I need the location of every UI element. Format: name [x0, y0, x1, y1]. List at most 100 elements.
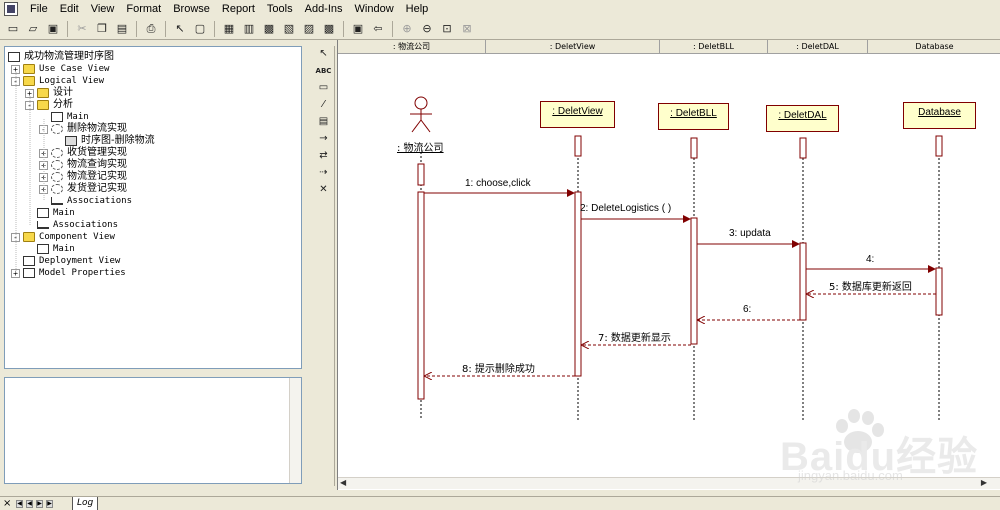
menu-bar: File Edit View Format Browse Report Tool… [0, 0, 1000, 18]
object-name: : DeletView [552, 106, 603, 117]
message-5-label[interactable]: 5: 数据库更新返回 [829, 282, 912, 293]
object-deletview[interactable]: : DeletView [540, 101, 615, 128]
object-message-icon[interactable]: → [319, 133, 328, 144]
object-deletdal[interactable]: : DeletDAL [766, 105, 839, 132]
package-icon [51, 124, 63, 134]
return-message-icon[interactable]: ⇢ [319, 167, 328, 178]
context-help-icon[interactable]: ↖ [175, 22, 185, 35]
destruction-marker-icon[interactable]: ✕ [319, 184, 328, 195]
actor-label[interactable]: : 物流公司 [397, 143, 444, 154]
menu-report[interactable]: Report [221, 3, 255, 15]
anchor-note-icon[interactable]: ⁄ [322, 99, 325, 110]
sequence-diagram-canvas[interactable]: : 物流公司 : DeletView : DeletBLL : DeletDAL… [337, 40, 1000, 490]
note-icon[interactable]: ▭ [318, 82, 329, 93]
tree-label: Associations [53, 220, 119, 230]
new-icon[interactable]: ▭ [7, 22, 19, 35]
header-cell: : DeletBLL [660, 40, 768, 54]
header-cell: : DeletDAL [768, 40, 868, 54]
diagram-toolbox: ↖ ABC ▭ ⁄ ▤ → ⇄ ⇢ ✕ [312, 46, 335, 486]
fit-window-icon[interactable]: ⊡ [442, 22, 452, 35]
back-arrow-icon[interactable]: ⇦ [373, 22, 383, 35]
lifeline-header-row: : 物流公司 : DeletView : DeletBLL : DeletDAL… [338, 40, 1000, 54]
zoom-in-icon[interactable]: ⊕ [402, 22, 412, 35]
message-8-label[interactable]: 8: 提示删除成功 [462, 364, 535, 375]
message-7-label[interactable]: 7: 数据更新显示 [598, 333, 671, 344]
menu-tools[interactable]: Tools [266, 3, 293, 15]
tree-item[interactable]: Main [51, 111, 89, 123]
object-database[interactable]: Database [903, 102, 976, 129]
menu-browse[interactable]: Browse [173, 3, 210, 15]
tab-last-icon[interactable]: ▶ [46, 500, 53, 508]
message-2-label[interactable]: 2: DeleteLogistics ( ) [580, 203, 672, 214]
vertical-scrollbar[interactable] [289, 378, 301, 483]
save-icon[interactable]: ▣ [47, 22, 59, 35]
associations-icon [51, 197, 63, 205]
browse-interaction-icon[interactable]: ▥ [243, 22, 255, 35]
tree-item[interactable]: Deployment View [23, 255, 120, 267]
tree-label: 分析 [53, 99, 73, 110]
header-cell: Database [915, 42, 954, 51]
menu-help[interactable]: Help [405, 3, 429, 15]
message-6-label[interactable]: 6: [743, 304, 752, 315]
open-icon[interactable]: ▱ [28, 22, 38, 35]
tab-prev-icon[interactable]: ◀ [26, 500, 33, 508]
menu-add-ins[interactable]: Add-Ins [304, 3, 343, 15]
tree-item[interactable]: Associations [37, 219, 118, 231]
log-close-icon[interactable]: × [3, 498, 12, 509]
menu-format[interactable]: Format [126, 3, 162, 15]
object-icon[interactable]: ▤ [318, 116, 329, 127]
browse-parent-icon[interactable]: ▨ [303, 22, 315, 35]
scroll-right-icon[interactable]: ▶ [980, 478, 987, 487]
model-root-icon [8, 52, 20, 62]
menu-file[interactable]: File [30, 3, 48, 15]
folder-icon [37, 100, 49, 110]
menu-edit[interactable]: Edit [59, 3, 79, 15]
tree-label: Model Properties [39, 268, 126, 278]
tab-log[interactable]: Log [72, 497, 99, 510]
selection-arrow-icon[interactable]: ↖ [319, 48, 328, 59]
activation-bar-database [935, 267, 943, 316]
scroll-left-icon[interactable]: ◀ [340, 478, 347, 487]
documentation-pane[interactable] [4, 377, 302, 484]
tree-item[interactable]: Associations [51, 195, 132, 207]
tree-root[interactable]: 成功物流管理时序图 [8, 51, 114, 63]
tree-item[interactable]: Main [37, 207, 75, 219]
package-icon [51, 148, 63, 158]
zoom-out-icon[interactable]: ⊖ [422, 22, 432, 35]
browse-deployment-icon[interactable]: ▧ [283, 22, 295, 35]
tab-first-icon[interactable]: ◀ [16, 500, 23, 508]
browse-class-icon[interactable]: ▦ [223, 22, 235, 35]
tree-label: 物流查询实现 [67, 159, 127, 170]
menu-window[interactable]: Window [354, 3, 394, 15]
tree-label: 成功物流管理时序图 [24, 51, 114, 62]
view-doc-icon[interactable]: ▢ [194, 22, 206, 35]
cut-icon[interactable]: ✂ [77, 22, 87, 35]
folder-icon [23, 232, 35, 242]
text-box-icon[interactable]: ABC [315, 66, 332, 75]
browser-tree[interactable]: 成功物流管理时序图 + Use Case View - Logical View… [4, 46, 302, 369]
tree-item[interactable]: Main [37, 243, 75, 255]
copy-icon[interactable]: ❐ [97, 22, 107, 35]
object-deletbll[interactable]: : DeletBLL [658, 103, 729, 130]
menu-view[interactable]: View [90, 3, 115, 15]
message-1-label[interactable]: 1: choose,click [465, 178, 531, 189]
browse-previous-icon[interactable]: ▩ [323, 22, 335, 35]
message-to-self-icon[interactable]: ⇄ [319, 150, 328, 161]
message-3-label[interactable]: 3: updata [729, 228, 771, 239]
browse-component-icon[interactable]: ▩ [263, 22, 275, 35]
undo-fit-icon[interactable]: ⊠ [462, 22, 472, 35]
browse-first-icon[interactable]: ▣ [352, 22, 364, 35]
tree-item[interactable]: 时序图-删除物流 [65, 135, 155, 147]
package-icon [51, 160, 63, 170]
tree-label: 删除物流实现 [67, 123, 127, 134]
horizontal-scrollbar[interactable]: ◀ ▶ [338, 477, 1000, 489]
paste-icon[interactable]: ▤ [116, 22, 128, 35]
app-icon[interactable] [4, 2, 18, 16]
tree-label: 物流登记实现 [67, 171, 127, 182]
tab-next-icon[interactable]: ▶ [36, 500, 43, 508]
log-tab-strip: × ◀ ◀ ▶ ▶ Log [0, 496, 1000, 510]
print-icon[interactable]: ⎙ [146, 21, 156, 35]
tree-label: Deployment View [39, 256, 121, 266]
message-4-label[interactable]: 4: [866, 254, 875, 265]
tree-label: 时序图-删除物流 [81, 135, 155, 146]
